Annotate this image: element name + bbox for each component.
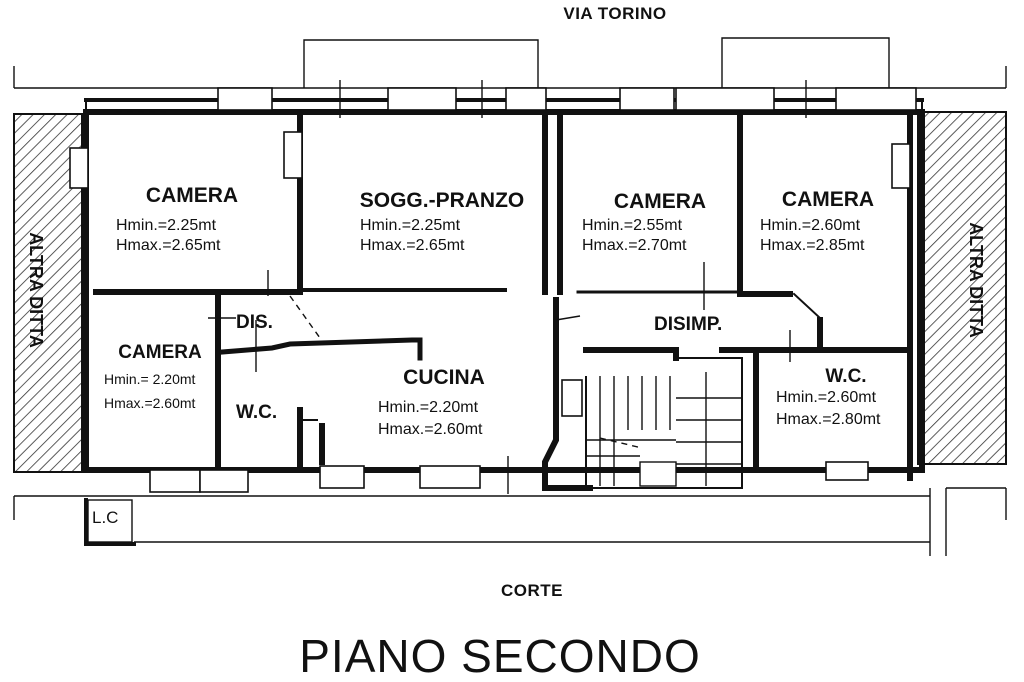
lc-box: L.C [84, 498, 136, 546]
label-dis: DIS. [236, 312, 273, 333]
staircase [586, 372, 742, 487]
svg-text:Hmin.=2.60mt: Hmin.=2.60mt [776, 389, 877, 406]
courtyard-lines [13, 487, 1007, 556]
svg-text:Hmax.=2.70mt: Hmax.=2.70mt [582, 237, 687, 254]
svg-text:Hmin.=2.25mt: Hmin.=2.25mt [360, 217, 461, 234]
door-openings [116, 111, 791, 372]
room-camera-4: CAMERA Hmin.= 2.20mt Hmax.=2.60mt [104, 342, 202, 411]
side-windows [69, 131, 911, 417]
svg-text:CUCINA: CUCINA [403, 366, 485, 389]
svg-text:Hmax.=2.60mt: Hmax.=2.60mt [104, 395, 196, 411]
svg-text:Hmin.=2.20mt: Hmin.=2.20mt [378, 399, 479, 416]
street-top-label: VIA TORINO [563, 4, 666, 23]
svg-text:Hmax.=2.65mt: Hmax.=2.65mt [360, 237, 465, 254]
walls [83, 98, 925, 491]
windows-bottom [149, 456, 869, 494]
svg-text:ALTRA DITTA: ALTRA DITTA [966, 222, 986, 338]
room-cucina: CUCINA Hmin.=2.20mt Hmax.=2.60mt [378, 366, 485, 438]
label-disimp: DISIMP. [654, 314, 722, 335]
svg-text:CAMERA: CAMERA [146, 184, 238, 207]
svg-text:ALTRA DITTA: ALTRA DITTA [26, 232, 46, 348]
room-camera-1: CAMERA Hmin.=2.25mt Hmax.=2.65mt [116, 184, 238, 254]
neighbor-right-wall: ALTRA DITTA [917, 111, 1007, 465]
street-lines [13, 66, 1007, 89]
room-camera-3: CAMERA Hmin.=2.60mt Hmax.=2.85mt [760, 188, 874, 254]
svg-text:Hmin.= 2.20mt: Hmin.= 2.20mt [104, 371, 196, 387]
street-bottom-label: CORTE [501, 581, 563, 600]
svg-text:CAMERA: CAMERA [614, 190, 706, 213]
svg-text:CAMERA: CAMERA [782, 188, 874, 211]
svg-text:CAMERA: CAMERA [118, 342, 202, 363]
plan-title: PIANO SECONDO [299, 630, 701, 682]
windows-top [217, 80, 917, 118]
svg-text:SOGG.-PRANZO: SOGG.-PRANZO [360, 189, 525, 212]
svg-text:Hmax.=2.65mt: Hmax.=2.65mt [116, 237, 221, 254]
room-wc-right: W.C. Hmin.=2.60mt Hmax.=2.80mt [776, 366, 881, 428]
balconies [303, 37, 890, 88]
svg-text:Hmax.=2.85mt: Hmax.=2.85mt [760, 237, 865, 254]
svg-text:W.C.: W.C. [825, 366, 866, 387]
svg-text:L.C: L.C [92, 508, 118, 527]
room-camera-2: CAMERA Hmin.=2.55mt Hmax.=2.70mt [582, 190, 706, 254]
svg-text:Hmax.=2.60mt: Hmax.=2.60mt [378, 421, 483, 438]
svg-text:Hmax.=2.80mt: Hmax.=2.80mt [776, 411, 881, 428]
svg-text:Hmin.=2.25mt: Hmin.=2.25mt [116, 217, 217, 234]
room-sogg-pranzo: SOGG.-PRANZO Hmin.=2.25mt Hmax.=2.65mt [360, 189, 525, 254]
svg-text:Hmin.=2.55mt: Hmin.=2.55mt [582, 217, 683, 234]
label-wc-left: W.C. [236, 402, 277, 423]
svg-text:Hmin.=2.60mt: Hmin.=2.60mt [760, 217, 861, 234]
